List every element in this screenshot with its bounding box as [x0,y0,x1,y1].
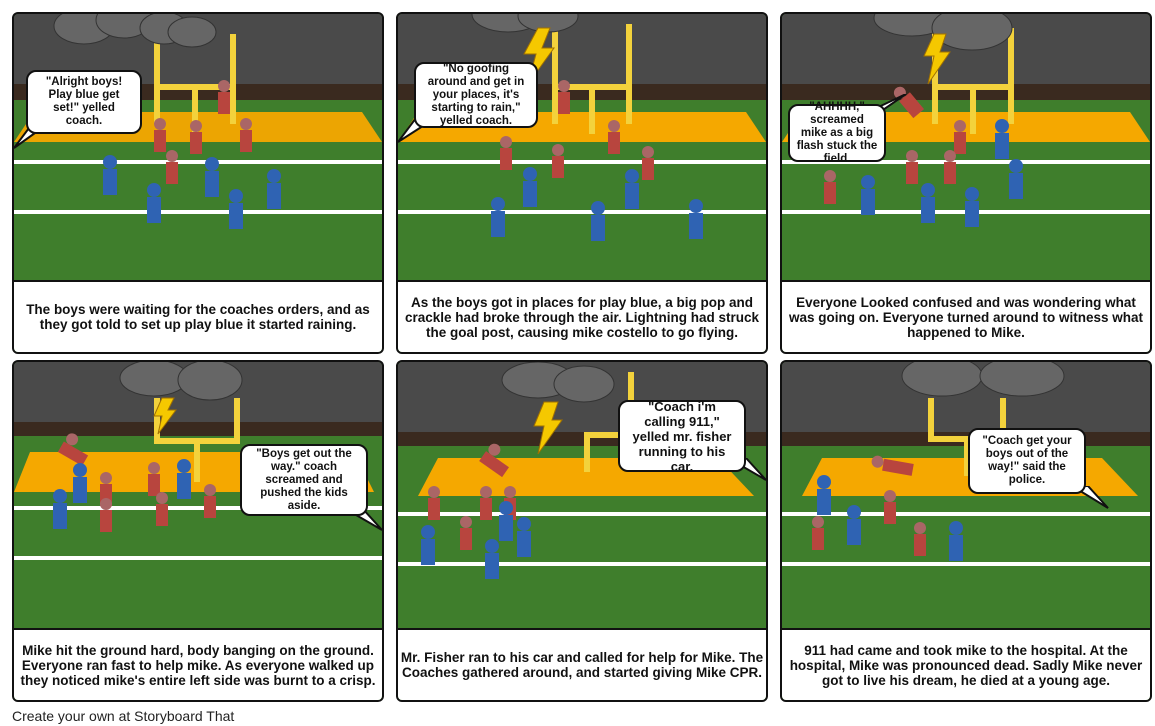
goal-post-icon [154,398,240,482]
comic-panel-2: "No goofing around and get in your place… [396,12,768,354]
speech-bubble: "Boys get out the way." coach screamed a… [240,444,368,516]
player-figure-icon [53,433,216,532]
comic-panel-4: "Boys get out the way." coach screamed a… [12,360,384,702]
panel-caption: The boys were waiting for the coaches or… [14,280,382,352]
lightning-bolt-icon [523,27,555,85]
comic-panel-5: "Coach i'm calling 911," yelled mr. fish… [396,360,768,702]
comic-panel-6: "Coach get your boys out of the way!" sa… [780,360,1152,702]
panel-caption: Everyone Looked confused and was wonderi… [782,280,1150,352]
storm-cloud-icon [119,362,243,401]
panel-caption: Mike hit the ground hard, body banging o… [14,628,382,700]
speech-bubble: "No goofing around and get in your place… [414,62,538,128]
comic-panel-3: "AHHHH," screamed mike as a big flash st… [780,12,1152,354]
goal-post-icon [552,24,632,134]
lightning-bolt-icon [533,401,563,455]
goal-post-icon [932,28,1014,134]
speech-bubble: "Alright boys! Play blue get set!" yelle… [26,70,142,134]
lightning-bolt-icon [923,33,951,85]
goal-post-icon [154,34,236,134]
storm-cloud-icon [873,14,1013,51]
speech-bubble: "Coach get your boys out of the way!" sa… [968,428,1086,494]
speech-bubble: "AHHHH," screamed mike as a big flash st… [788,101,886,165]
storm-cloud-icon [501,362,615,403]
comic-panel-1: "Alright boys! Play blue get set!" yelle… [12,12,384,354]
storm-cloud-icon [53,14,217,48]
speech-bubble: "Coach i'm calling 911," yelled mr. fish… [618,399,746,474]
lightning-bolt-icon [153,397,177,435]
player-figure-icon [824,86,1023,227]
storm-cloud-icon [901,362,1065,397]
player-figure-icon [491,80,703,241]
player-figure-icon [103,80,281,229]
goal-post-icon [928,398,1006,476]
storm-cloud-icon [471,14,579,33]
player-figure-icon [421,443,531,579]
panel-caption: As the boys got in places for play blue,… [398,280,766,352]
panel-caption: Mr. Fisher ran to his car and called for… [398,628,766,700]
panel-caption: 911 had came and took mike to the hospit… [782,628,1150,700]
player-figure-icon [812,455,963,561]
footer-credit: Create your own at Storyboard That [12,708,235,724]
